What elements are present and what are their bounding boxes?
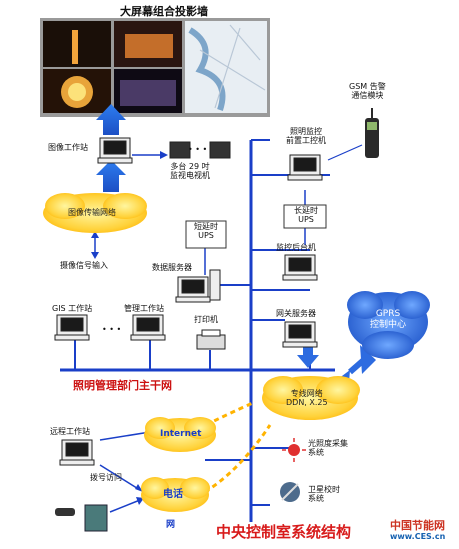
- label-backend: 监控后台机: [276, 243, 316, 252]
- label-lux: 光照度采集 系统: [308, 439, 348, 457]
- telephone-icon: [84, 504, 108, 532]
- cloud-internet: [144, 417, 216, 452]
- label-phone: 电话: [163, 489, 183, 500]
- label-internet: Internet: [160, 429, 202, 439]
- label-ddn: 专线网络 DDN, X.25: [286, 389, 328, 408]
- label-gsm: GSM 告警 通信模块: [349, 82, 386, 100]
- label-image-net: 图像传输网络: [68, 208, 116, 217]
- label-monitors: 多台 29 吋 监视电视机: [170, 162, 210, 180]
- long-ups-box: [283, 204, 327, 229]
- cloud-phone: [141, 477, 210, 512]
- video-wall: [40, 18, 270, 117]
- label-short-ups: 短延时 UPS: [194, 222, 218, 240]
- label-remote-ws: 远程工作站: [50, 427, 90, 436]
- arrow-to-wall: [96, 104, 126, 135]
- video-wall-title: 大屏幕组合投影墙: [120, 5, 208, 18]
- watermark-url: www.CES.cn: [390, 532, 446, 541]
- arrow-to-workstation: [96, 160, 126, 192]
- label-dialup: 拨号访问: [90, 473, 122, 482]
- label-gprs: GPRS 控制中心: [369, 309, 406, 331]
- label-gateway: 网关服务器: [276, 309, 316, 318]
- label-printer: 打印机: [194, 315, 218, 324]
- cloud-image-net: [43, 193, 147, 233]
- short-ups-box: [185, 220, 227, 249]
- lux-sensor-icon: [288, 444, 300, 456]
- label-sat: 卫星校时 系统: [308, 485, 340, 503]
- label-phone-net: 网: [166, 520, 176, 530]
- label-camera-input: 摄像信号输入: [60, 261, 108, 270]
- footer-title: 中央控制室系统结构: [216, 523, 352, 541]
- label-gis-ws: GIS 工作站: [52, 304, 93, 313]
- label-frontend: 照明监控 前置工控机: [286, 127, 326, 145]
- bus-label: 照明管理部门主干网: [73, 379, 172, 392]
- label-long-ups: 长延时 UPS: [294, 206, 318, 224]
- watermark-text: 中国节能网: [390, 519, 445, 532]
- label-data-server: 数据服务器: [152, 263, 192, 272]
- cloud-gprs: [347, 291, 430, 359]
- monitors-dots: • • •: [188, 145, 208, 154]
- label-mgmt-ws: 管理工作站: [124, 304, 164, 313]
- cloud-ddn: [262, 376, 360, 420]
- label-image-workstation: 图像工作站: [48, 143, 88, 152]
- ws-dots: • • •: [102, 325, 122, 334]
